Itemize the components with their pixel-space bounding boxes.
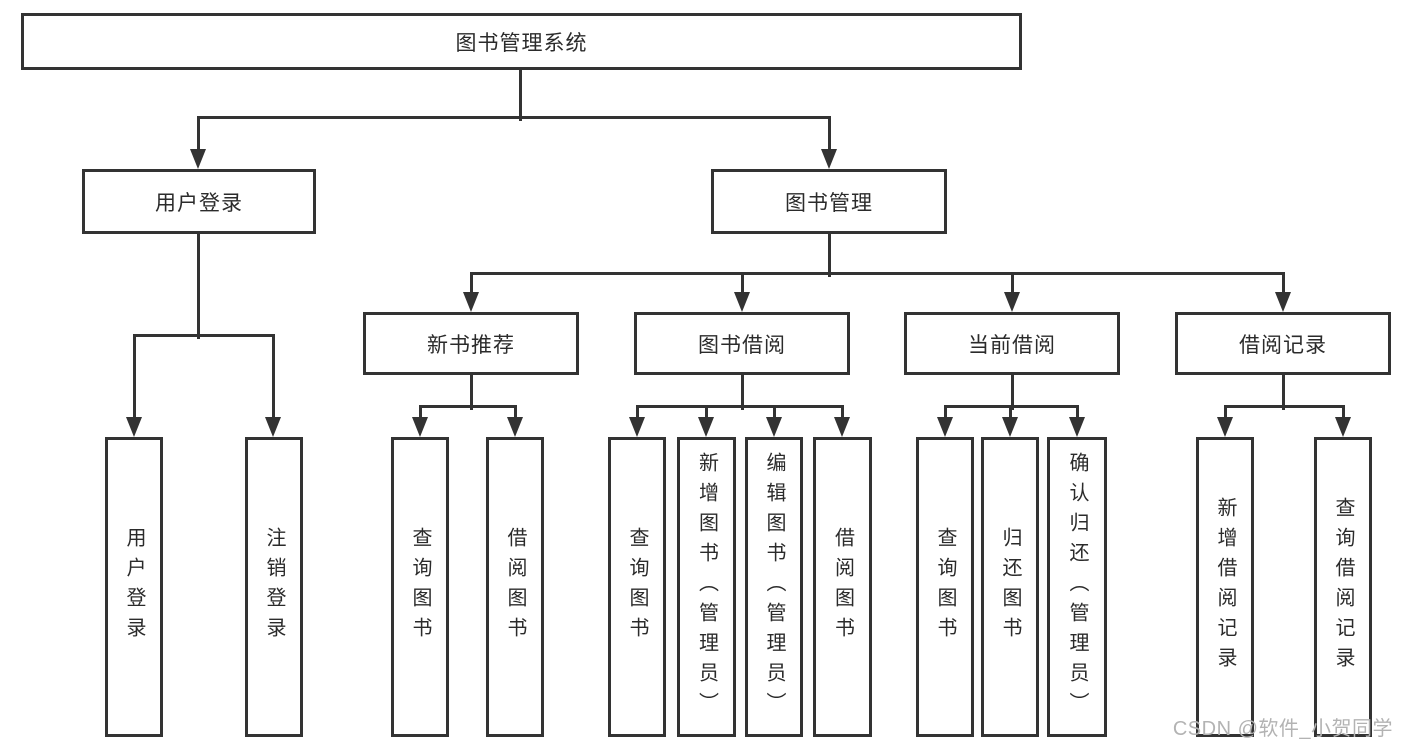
connector-drop [740, 271, 744, 303]
arrowhead-icon [766, 417, 782, 437]
connector-bar [1223, 404, 1345, 408]
leaf-borrow-books-recommend-label: 借阅图书 [504, 527, 526, 647]
connector-stem [740, 375, 744, 410]
node-book-borrowing: 图书借阅 [634, 312, 850, 375]
arrowhead-icon [1004, 292, 1020, 312]
connector-drop [840, 404, 844, 428]
watermark-text: CSDN @软件_小贺同学 [1172, 718, 1393, 740]
arrowhead-icon [463, 292, 479, 312]
leaf-add-books-admin: 新增图书（管理员） [677, 437, 736, 737]
leaf-add-borrow-record: 新增借阅记录 [1196, 437, 1254, 737]
arrowhead-icon [190, 149, 206, 169]
arrowhead-icon [1002, 417, 1018, 437]
leaf-query-borrow-record-label: 查询借阅记录 [1332, 497, 1354, 677]
connector-stem [518, 69, 522, 121]
leaf-add-borrow-record-label: 新增借阅记录 [1214, 497, 1236, 677]
connector-drop [943, 404, 947, 428]
connector-drop [513, 404, 517, 428]
leaf-query-books-recommend-label: 查询图书 [409, 527, 431, 647]
arrowhead-icon [1335, 417, 1351, 437]
leaf-query-books-current: 查询图书 [916, 437, 974, 737]
arrowhead-icon [734, 292, 750, 312]
leaf-query-books-borrowing-label: 查询图书 [626, 527, 648, 647]
connector-drop [635, 404, 639, 428]
leaf-logout-label: 注销登录 [263, 527, 285, 647]
leaf-borrow-books-recommend: 借阅图书 [486, 437, 544, 737]
arrowhead-icon [412, 417, 428, 437]
connector-bar [635, 404, 844, 408]
connector-stem [827, 234, 831, 277]
node-user-login: 用户登录 [82, 169, 316, 234]
connector-stem [1010, 375, 1014, 410]
leaf-edit-books-admin-label: 编辑图书（管理员） [763, 452, 785, 722]
connector-drop [1223, 404, 1227, 428]
connector-bar [418, 404, 517, 408]
connector-drop [827, 115, 831, 160]
arrowhead-icon [821, 149, 837, 169]
connector-stem [469, 375, 473, 410]
leaf-return-books-label: 归还图书 [999, 527, 1021, 647]
connector-drop [1010, 271, 1014, 303]
leaf-query-books-borrowing: 查询图书 [608, 437, 666, 737]
connector-drop [1341, 404, 1345, 428]
arrowhead-icon [265, 417, 281, 437]
arrowhead-icon [1069, 417, 1085, 437]
connector-bar [196, 115, 831, 119]
connector-stem [196, 234, 200, 339]
leaf-query-borrow-record: 查询借阅记录 [1314, 437, 1372, 737]
connector-bar [132, 333, 275, 337]
arrowhead-icon [629, 417, 645, 437]
leaf-query-books-recommend: 查询图书 [391, 437, 449, 737]
leaf-borrow-books-borrowing: 借阅图书 [813, 437, 872, 737]
leaf-return-books: 归还图书 [981, 437, 1039, 737]
leaf-query-books-current-label: 查询图书 [934, 527, 956, 647]
node-borrowing-records: 借阅记录 [1175, 312, 1391, 375]
connector-drop [704, 404, 708, 428]
connector-drop [1281, 271, 1285, 303]
leaf-confirm-return-admin: 确认归还（管理员） [1047, 437, 1107, 737]
leaf-user-login-label: 用户登录 [123, 527, 145, 647]
connector-drop [772, 404, 776, 428]
leaf-confirm-return-admin-label: 确认归还（管理员） [1066, 452, 1088, 722]
connector-drop [418, 404, 422, 428]
arrowhead-icon [126, 417, 142, 437]
leaf-logout: 注销登录 [245, 437, 303, 737]
leaf-user-login: 用户登录 [105, 437, 163, 737]
connector-stem [1281, 375, 1285, 410]
node-current-borrowing: 当前借阅 [904, 312, 1120, 375]
arrowhead-icon [698, 417, 714, 437]
connector-drop [1008, 404, 1012, 428]
connector-bar [469, 271, 1285, 275]
connector-drop [1075, 404, 1079, 428]
leaf-borrow-books-borrowing-label: 借阅图书 [831, 527, 854, 647]
node-library-management-system: 图书管理系统 [21, 13, 1022, 70]
arrowhead-icon [1217, 417, 1233, 437]
leaf-edit-books-admin: 编辑图书（管理员） [745, 437, 803, 737]
arrowhead-icon [507, 417, 523, 437]
connector-drop [469, 271, 473, 303]
leaf-add-books-admin-label: 新增图书（管理员） [695, 452, 718, 722]
connector-drop [196, 115, 200, 160]
node-book-management: 图书管理 [711, 169, 947, 234]
connector-drop [132, 333, 136, 428]
arrowhead-icon [834, 417, 850, 437]
arrowhead-icon [937, 417, 953, 437]
connector-drop [271, 333, 275, 428]
arrowhead-icon [1275, 292, 1291, 312]
node-new-book-recommendation: 新书推荐 [363, 312, 579, 375]
